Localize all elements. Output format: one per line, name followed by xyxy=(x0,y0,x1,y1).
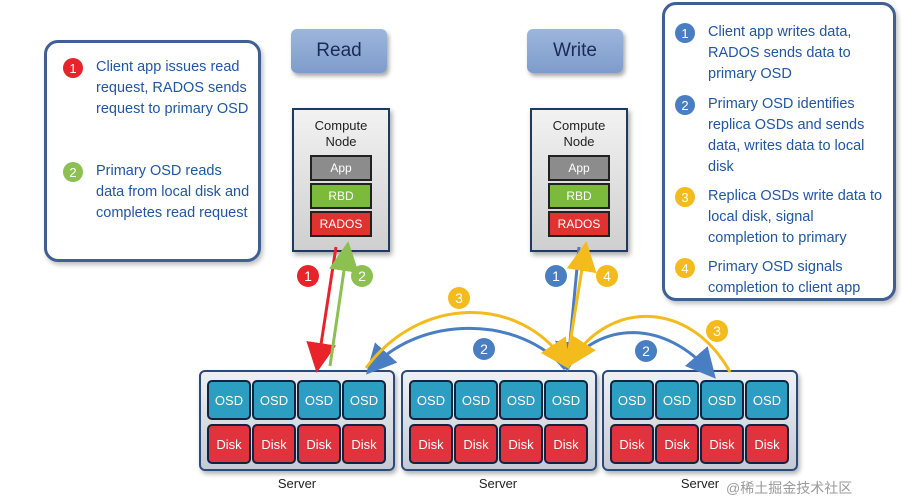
rados-layer: RADOS xyxy=(310,211,372,237)
disk-cell: Disk xyxy=(544,424,588,464)
badge-label: 1 xyxy=(552,268,560,284)
step-2-badge: 2 xyxy=(675,95,695,115)
rbd-layer: RBD xyxy=(310,183,372,209)
write-legend-text-4: Primary OSD signals completion to client… xyxy=(708,259,861,296)
osd-cell: OSD xyxy=(207,380,251,420)
write-legend-text-1: Client app writes data, RADOS sends data… xyxy=(708,24,852,82)
write-legend-item-3: 3 Replica OSDs write data to local disk,… xyxy=(675,186,887,249)
server-label: Server xyxy=(680,476,720,491)
replica-right-step-2-badge: 2 xyxy=(635,340,657,362)
write-legend-text-2: Primary OSD identifies replica OSDs and … xyxy=(708,96,865,175)
server-1: OSD OSD OSD OSD Disk Disk Disk Disk xyxy=(199,370,395,471)
compute-node-write: Compute Node App RBD RADOS xyxy=(530,108,628,252)
osd-cell: OSD xyxy=(499,380,543,420)
osd-cell: OSD xyxy=(342,380,386,420)
step-3-badge: 3 xyxy=(675,187,695,207)
step-4-badge: 4 xyxy=(675,258,695,278)
disk-cell: Disk xyxy=(207,424,251,464)
write-step-1-badge: 1 xyxy=(545,265,567,287)
server-2: OSD OSD OSD OSD Disk Disk Disk Disk xyxy=(401,370,597,471)
write-legend-text-3: Replica OSDs write data to local disk, s… xyxy=(708,188,883,246)
app-layer: App xyxy=(548,155,610,181)
badge-label: 4 xyxy=(603,268,611,284)
server-label: Server xyxy=(277,476,317,491)
read-legend-text-1: Client app issues read request, RADOS se… xyxy=(96,59,249,117)
ack-right-step-3-badge: 3 xyxy=(706,320,728,342)
step-1-badge: 1 xyxy=(63,58,83,78)
write-title: Write xyxy=(527,29,623,73)
disk-cell: Disk xyxy=(342,424,386,464)
disk-cell: Disk xyxy=(252,424,296,464)
compute-node-title: Compute Node xyxy=(314,118,368,149)
server-label: Server xyxy=(478,476,518,491)
disk-cell: Disk xyxy=(297,424,341,464)
read-legend-text-2: Primary OSD reads data from local disk a… xyxy=(96,163,250,221)
write-legend: 1 Client app writes data, RADOS sends da… xyxy=(662,2,896,301)
read-legend: 1 Client app issues read request, RADOS … xyxy=(44,40,261,262)
disk-cell: Disk xyxy=(454,424,498,464)
osd-cell: OSD xyxy=(409,380,453,420)
read-legend-item-2: 2 Primary OSD reads data from local disk… xyxy=(63,161,253,224)
rbd-layer: RBD xyxy=(548,183,610,209)
read-title: Read xyxy=(291,29,387,73)
step-1-badge: 1 xyxy=(675,23,695,43)
badge-label: 1 xyxy=(304,268,312,284)
read-step-2-badge: 2 xyxy=(351,265,373,287)
write-step-4-badge: 4 xyxy=(596,265,618,287)
read-step-1-badge: 1 xyxy=(297,265,319,287)
badge-label: 2 xyxy=(642,343,650,359)
read-legend-item-1: 1 Client app issues read request, RADOS … xyxy=(63,57,253,120)
disk-cell: Disk xyxy=(655,424,699,464)
disk-cell: Disk xyxy=(409,424,453,464)
osd-cell: OSD xyxy=(454,380,498,420)
disk-cell: Disk xyxy=(610,424,654,464)
read-complete-arrow xyxy=(328,241,359,367)
osd-cell: OSD xyxy=(745,380,789,420)
write-legend-item-1: 1 Client app writes data, RADOS sends da… xyxy=(675,22,887,85)
disk-cell: Disk xyxy=(499,424,543,464)
write-legend-item-4: 4 Primary OSD signals completion to clie… xyxy=(675,257,887,299)
compute-node-read: Compute Node App RBD RADOS xyxy=(292,108,390,252)
rados-layer: RADOS xyxy=(548,211,610,237)
ack-left-arrow xyxy=(364,311,571,370)
badge-label: 2 xyxy=(358,268,366,284)
compute-node-title: Compute Node xyxy=(552,118,606,149)
app-layer: App xyxy=(310,155,372,181)
ack-left-step-3-badge: 3 xyxy=(448,287,470,309)
write-legend-item-2: 2 Primary OSD identifies replica OSDs an… xyxy=(675,94,887,178)
watermark: @稀土掘金技术社区 xyxy=(726,480,853,496)
step-2-badge: 2 xyxy=(63,162,83,182)
osd-cell: OSD xyxy=(700,380,744,420)
badge-label: 2 xyxy=(480,341,488,357)
osd-cell: OSD xyxy=(297,380,341,420)
ack-right-arrow xyxy=(567,315,732,373)
osd-cell: OSD xyxy=(655,380,699,420)
osd-cell: OSD xyxy=(252,380,296,420)
osd-cell: OSD xyxy=(544,380,588,420)
disk-cell: Disk xyxy=(700,424,744,464)
osd-cell: OSD xyxy=(610,380,654,420)
badge-label: 3 xyxy=(713,323,721,339)
disk-cell: Disk xyxy=(745,424,789,464)
badge-label: 3 xyxy=(455,290,463,306)
server-3: OSD OSD OSD OSD Disk Disk Disk Disk xyxy=(602,370,798,471)
replica-left-step-2-badge: 2 xyxy=(473,338,495,360)
